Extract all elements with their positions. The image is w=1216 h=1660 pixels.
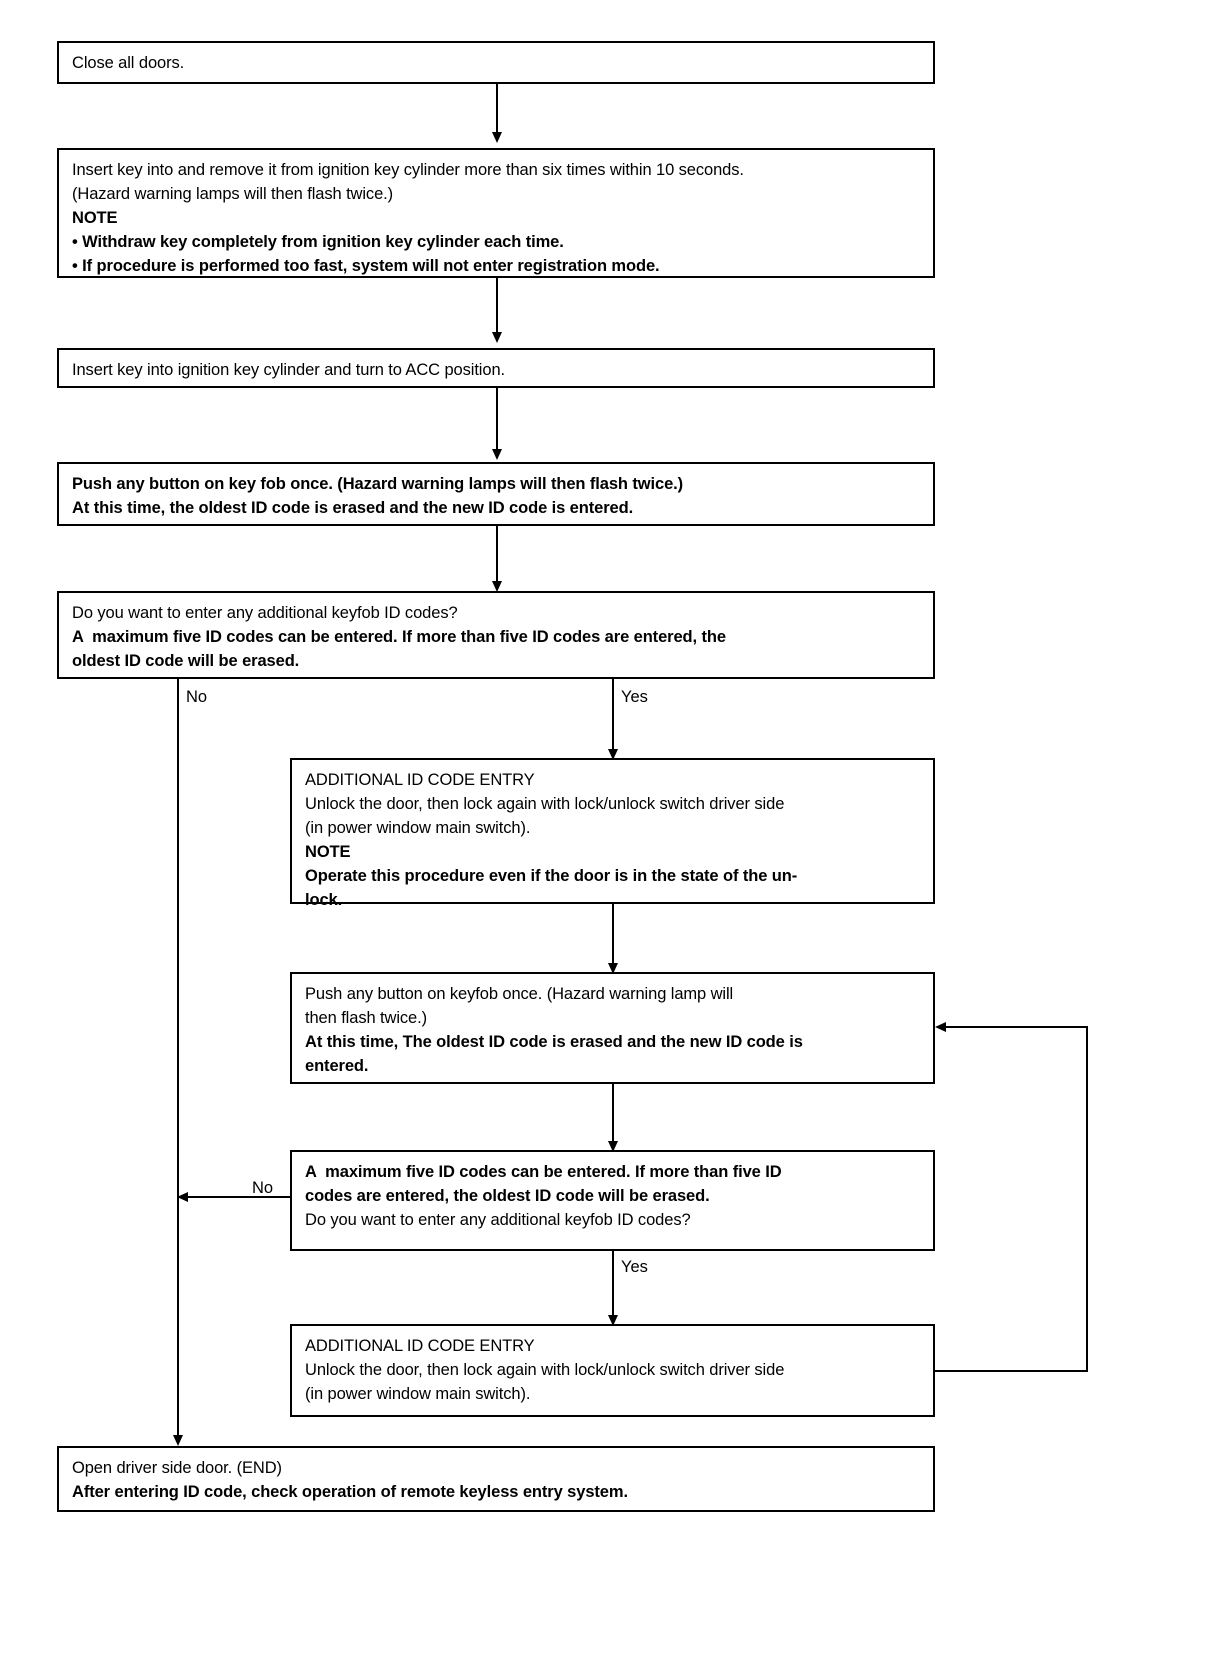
connector-arrow-1 (492, 132, 502, 143)
flow-box-line: oldest ID code will be erased. (72, 652, 300, 670)
connector-line-2 (496, 278, 498, 340)
flow-box-note-heading: NOTE (72, 209, 118, 227)
flow-box-line: After entering ID code, check operation … (72, 1483, 628, 1501)
loop-line-right (1086, 1026, 1088, 1372)
connector-line-1 (496, 84, 498, 141)
connector-line-3 (496, 388, 498, 458)
connector-yes-branch-2 (612, 1251, 614, 1324)
flow-box-line: entered. (305, 1057, 369, 1075)
flow-box-line: Open driver side door. (END) (72, 1459, 282, 1477)
edge-label-no-1: No (186, 688, 208, 706)
flow-box-line: then flash twice.) (305, 1009, 428, 1027)
connector-no-branch-1-arrow (173, 1435, 183, 1446)
connector-line-4 (496, 526, 498, 590)
connector-line-6 (612, 1084, 614, 1150)
flow-box-push-button-keyfob-2: Push any button on keyfob once. (Hazard … (290, 972, 935, 1084)
connector-no-branch-1 (177, 679, 179, 1442)
connector-arrow-3 (492, 449, 502, 460)
flow-box-insert-remove-key: Insert key into and remove it from ignit… (57, 148, 935, 278)
flow-box-note-bullet: • If procedure is performed too fast, sy… (72, 257, 660, 275)
flow-box-push-button-keyfob-1: Push any button on key fob once. (Hazard… (57, 462, 935, 526)
flow-box-additional-entry-1: ADDITIONAL ID CODE ENTRY Unlock the door… (290, 758, 935, 909)
flow-box-note-bullet: • Withdraw key completely from ignition … (72, 233, 564, 251)
flow-box-decision-2: A maximum five ID codes can be entered. … (290, 1150, 935, 1251)
flow-box-end: Open driver side door. (END) After enter… (57, 1446, 935, 1512)
flow-box-line: (Hazard warning lamps will then flash tw… (72, 185, 394, 203)
flow-box-line: Unlock the door, then lock again with lo… (305, 795, 785, 813)
connector-arrow-4 (492, 581, 502, 592)
flow-box-line: Push any button on key fob once. (Hazard… (72, 475, 684, 493)
connector-arrow-5 (608, 963, 618, 974)
loop-line-top (946, 1026, 1088, 1028)
connector-line-5 (612, 904, 614, 972)
flow-box-line: (in power window main switch). (305, 1385, 531, 1403)
flow-box-decision-1: Do you want to enter any additional keyf… (57, 591, 935, 679)
edge-label-no-2: No (252, 1179, 274, 1197)
flow-box-question: Do you want to enter any additional keyf… (305, 1211, 691, 1229)
flow-box-line: Push any button on keyfob once. (Hazard … (305, 985, 734, 1003)
connector-yes-branch-1-arrow (608, 749, 618, 760)
connector-arrow-6 (608, 1141, 618, 1152)
flow-box-note-line: Operate this procedure even if the door … (305, 867, 798, 885)
flow-box-close-all-doors: Close all doors. (57, 41, 935, 84)
connector-yes-branch-2-arrow (608, 1315, 618, 1326)
loop-line-bottom (935, 1370, 1088, 1372)
connector-yes-branch-1 (612, 679, 614, 758)
flow-box-question: Do you want to enter any additional keyf… (72, 604, 458, 622)
flow-box-additional-entry-2: ADDITIONAL ID CODE ENTRY Unlock the door… (290, 1324, 935, 1417)
connector-no-branch-2 (181, 1196, 290, 1198)
edge-label-yes-2: Yes (621, 1258, 648, 1276)
flow-box-line: Unlock the door, then lock again with lo… (305, 1361, 785, 1379)
flow-box-turn-to-acc: Insert key into ignition key cylinder an… (57, 348, 935, 388)
flow-box-line: A maximum five ID codes can be entered. … (72, 628, 726, 646)
flow-box-line: At this time, the oldest ID code is eras… (72, 499, 634, 517)
flow-box-line: (in power window main switch). (305, 819, 531, 837)
flow-box-line: codes are entered, the oldest ID code wi… (305, 1187, 710, 1205)
flow-box-heading: ADDITIONAL ID CODE ENTRY (305, 1337, 535, 1355)
flow-box-line: Insert key into ignition key cylinder an… (72, 361, 506, 379)
connector-arrow-2 (492, 332, 502, 343)
flow-box-note-heading: NOTE (305, 843, 351, 861)
flow-box-heading: ADDITIONAL ID CODE ENTRY (305, 771, 535, 789)
loop-arrow-into-keyfob-box (935, 1022, 946, 1032)
connector-no-branch-2-arrow (177, 1192, 188, 1202)
flow-box-line: A maximum five ID codes can be entered. … (305, 1163, 782, 1181)
flow-box-line: Close all doors. (72, 54, 185, 72)
flow-box-line: Insert key into and remove it from ignit… (72, 161, 744, 179)
flow-box-line: At this time, The oldest ID code is eras… (305, 1033, 803, 1051)
flow-box-note-line: lock. (305, 891, 343, 909)
edge-label-yes-1: Yes (621, 688, 648, 706)
